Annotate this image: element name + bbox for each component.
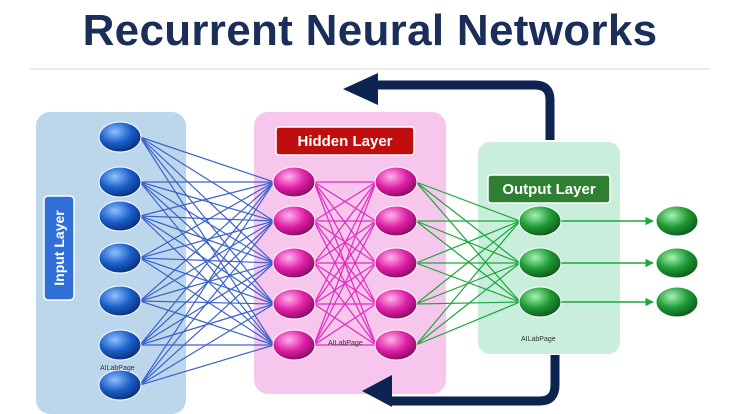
final-output-node	[655, 247, 699, 279]
input-hidden-edge	[139, 220, 275, 386]
input-hidden-edge	[139, 181, 275, 217]
hidden-to-output-connections	[415, 181, 521, 346]
input-hidden-edge	[139, 181, 275, 259]
input-layer-label: Input Layer	[51, 210, 67, 286]
hidden-output-edge	[415, 301, 521, 305]
hidden-nodes	[272, 166, 418, 361]
output-nodes	[518, 205, 562, 318]
output-layer-label: Output Layer	[502, 181, 596, 198]
diagram-title: Recurrent Neural Networks	[82, 6, 658, 55]
final-nodes	[655, 205, 699, 318]
input-hidden-edge	[139, 136, 275, 183]
hidden-node	[374, 247, 418, 279]
hidden-layer-label: Hidden Layer	[297, 133, 392, 150]
input-hidden-edge	[139, 181, 275, 264]
output-layer-label-box	[487, 174, 611, 204]
hidden-hidden-edge	[313, 181, 377, 305]
hidden-output-edge	[415, 301, 521, 346]
hidden-node	[272, 247, 316, 279]
final-output-node	[655, 286, 699, 318]
input-hidden-edge	[139, 262, 275, 346]
input-node	[98, 200, 142, 232]
hidden-hidden-edge	[313, 303, 377, 346]
hidden-output-edge	[415, 220, 521, 305]
recurrent-arrow-bottom	[392, 355, 560, 406]
hidden-node	[374, 166, 418, 198]
hidden-node	[272, 166, 316, 198]
input-hidden-edge	[139, 303, 275, 386]
hidden-output-edge	[415, 262, 521, 346]
hidden-watermark: AILabPage	[328, 340, 363, 347]
output-node	[518, 205, 562, 237]
output-layer-panel	[478, 142, 620, 354]
hidden-hidden-edge	[313, 220, 377, 346]
hidden-hidden-edge	[313, 181, 377, 264]
input-hidden-edge	[139, 220, 275, 302]
hidden-output-edge	[415, 220, 521, 303]
input-hidden-edge	[139, 181, 275, 386]
hidden-hidden-edge	[313, 262, 377, 346]
input-node	[98, 285, 142, 317]
hidden-node	[272, 329, 316, 361]
input-hidden-edge	[139, 181, 275, 222]
input-node	[98, 121, 142, 153]
output-node	[518, 286, 562, 318]
hidden-node	[272, 205, 316, 237]
input-nodes	[98, 121, 142, 401]
hidden-hidden-edge	[313, 181, 377, 346]
output-watermark: AILabPage	[521, 336, 556, 343]
hidden-output-edge	[415, 181, 521, 222]
output-node	[518, 247, 562, 279]
input-hidden-edge	[139, 136, 275, 222]
hidden-node	[374, 288, 418, 320]
input-hidden-edge	[139, 262, 275, 386]
hidden-to-hidden-connections	[313, 181, 377, 346]
input-hidden-edge	[139, 220, 275, 259]
input-hidden-edge	[139, 257, 275, 346]
hidden-output-edge	[415, 220, 521, 346]
output-to-final-arrows	[561, 216, 654, 307]
hidden-node	[374, 205, 418, 237]
input-watermark: AILabPage	[100, 365, 135, 372]
input-hidden-edge	[139, 344, 275, 386]
hidden-node	[272, 288, 316, 320]
hidden-output-edge	[415, 220, 521, 264]
input-hidden-edge	[139, 262, 275, 302]
recurrent-arrow-top	[375, 80, 555, 140]
input-node	[98, 329, 142, 361]
input-layer-label-box	[43, 195, 75, 301]
input-hidden-edge	[139, 257, 275, 305]
recurrent-arrowhead-bottom	[362, 375, 392, 407]
hidden-layer-label-box	[275, 126, 415, 156]
input-to-hidden-connections	[139, 136, 275, 386]
input-hidden-edge	[139, 300, 275, 346]
input-node	[98, 369, 142, 401]
input-node	[98, 166, 142, 198]
hidden-node	[374, 329, 418, 361]
hidden-output-edge	[415, 181, 521, 264]
input-node	[98, 242, 142, 274]
hidden-hidden-edge	[313, 181, 377, 222]
recurrent-arrowhead-top	[343, 73, 378, 105]
final-output-node	[655, 205, 699, 237]
input-hidden-edge	[139, 215, 275, 222]
input-hidden-edge	[139, 181, 275, 302]
input-hidden-edge	[139, 181, 275, 346]
